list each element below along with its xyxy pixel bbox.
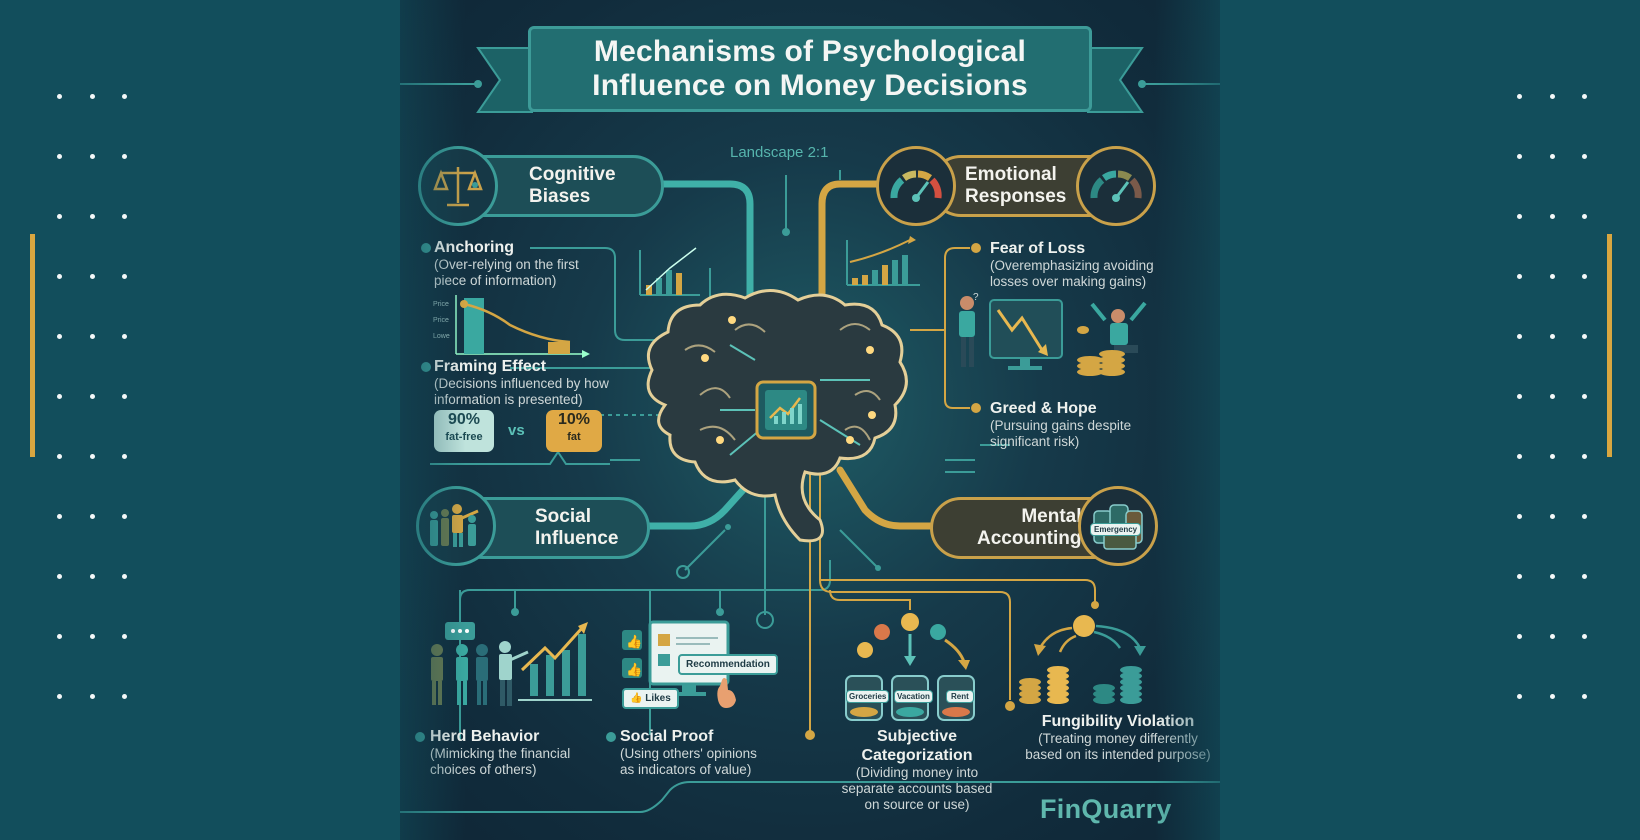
framing-desc-2: information is presented) — [434, 392, 583, 407]
herd-desc-1: (Mimicking the financial — [430, 746, 571, 761]
social-proof-heading: Social Proof — [620, 728, 714, 745]
brand-logo: FinQuarry — [1040, 794, 1172, 824]
cognitive-title-2: Biases — [529, 186, 591, 207]
categorization-desc-2: separate accounts based — [841, 781, 993, 796]
social-title-1: Social — [535, 506, 591, 527]
fungibility-desc-2: based on its intended purpose) — [1025, 747, 1211, 762]
svg-text:👍: 👍 — [626, 662, 642, 677]
title-line-2: Influence on Money Decisions — [592, 69, 1028, 102]
infographic: 👍 👍 — [400, 0, 1220, 840]
bullet-social-proof — [606, 732, 616, 742]
fungibility-coins-icon — [1019, 615, 1146, 704]
anchoring-axis-labels: Price Price Lowe — [433, 301, 450, 340]
dot-grid-right — [1517, 94, 1587, 754]
categorization-heading: Subjective Categorization — [861, 728, 973, 764]
jar-label-vacation: Vacation — [894, 690, 933, 703]
svg-text:👍: 👍 — [626, 634, 642, 649]
cognitive-title-1: Cognitive — [529, 164, 616, 185]
greed-desc-1: (Pursuing gains despite — [990, 418, 1132, 433]
item-herd-behavior: Herd Behavior (Mimicking the financial c… — [430, 727, 630, 778]
bullet-herd — [415, 732, 425, 742]
framing-desc-1: (Decisions influenced by how — [434, 376, 609, 391]
celebrating-person-coins-icon — [1077, 301, 1147, 376]
herd-desc-2: choices of others) — [430, 762, 537, 777]
anchoring-chart — [455, 295, 590, 358]
social-title-2: Influence — [535, 528, 619, 549]
subtitle: Landscape 2:1 — [730, 144, 829, 161]
bullet-anchoring — [421, 243, 431, 253]
fear-heading: Fear of Loss — [990, 240, 1086, 257]
fungibility-heading: Fungibility Violation — [1041, 713, 1195, 730]
circuit-lines: 👍 👍 — [400, 47, 1220, 813]
categorization-desc-1: (Dividing money into — [855, 765, 979, 780]
herd-behavior-icon — [431, 622, 592, 706]
jar-label-rent: Rent — [946, 690, 974, 703]
gauge-icon — [876, 146, 956, 226]
mental-title-2: Accounting — [977, 528, 1082, 549]
emotional-title-1: Emotional — [965, 164, 1057, 185]
growth-chart-icon — [846, 236, 920, 286]
people-pointing-icon — [416, 486, 496, 566]
bar-chart-icon — [639, 247, 700, 296]
item-social-proof: Social Proof (Using others' opinions as … — [620, 727, 820, 778]
framing-heading: Framing Effect — [434, 358, 547, 375]
accent-bar-right — [1607, 234, 1612, 457]
brain-icon — [646, 289, 908, 543]
bullet-framing — [421, 362, 431, 372]
gauge-icon-secondary — [1076, 146, 1156, 226]
scales-icon — [418, 146, 498, 226]
item-anchoring: Anchoring (Over-relying on the first pie… — [434, 238, 614, 289]
mental-title-1: Mental — [1021, 506, 1082, 527]
social-proof-desc-1: (Using others' opinions — [620, 746, 757, 761]
anchoring-desc-2: piece of information) — [434, 273, 557, 288]
title-banner: Mechanisms of Psychological Influence on… — [528, 26, 1092, 112]
jar-label-groceries: Groceries — [846, 690, 890, 703]
dot-grid-left — [57, 94, 127, 754]
question-mark-icon: ? — [973, 292, 979, 303]
item-subjective-categorization: Subjective Categorization (Dividing mone… — [822, 727, 1012, 813]
framing-bubble-fat-free: 90% fat-free — [434, 410, 494, 452]
recommendation-tag: Recommendation — [678, 654, 778, 675]
framing-bubble-fat: 10% fat — [546, 410, 602, 452]
item-fungibility-violation: Fungibility Violation (Treating money di… — [1018, 712, 1218, 763]
title-line-1: Mechanisms of Psychological — [593, 35, 1027, 68]
emergency-jar-label: Emergency — [1090, 523, 1142, 536]
likes-tag: 👍 Likes — [622, 688, 679, 709]
coin-jars-icon — [845, 613, 975, 721]
greed-heading: Greed & Hope — [990, 400, 1097, 417]
categorization-desc-3: on source or use) — [864, 797, 970, 812]
falling-chart-monitor-icon — [989, 299, 1063, 370]
fear-desc-1: (Overemphasizing avoiding — [990, 258, 1154, 273]
framing-vs: vs — [508, 422, 525, 439]
section-header-social-influence: Social Influence — [452, 497, 650, 559]
anchoring-heading: Anchoring — [434, 239, 514, 256]
herd-heading: Herd Behavior — [430, 728, 540, 745]
item-framing-effect: Framing Effect (Decisions influenced by … — [434, 357, 634, 408]
accent-bar-left — [30, 234, 35, 457]
anchoring-desc-1: (Over-relying on the first — [434, 257, 579, 272]
social-proof-desc-2: as indicators of value) — [620, 762, 752, 777]
fear-desc-2: losses over making gains) — [990, 274, 1147, 289]
worried-person-icon — [959, 296, 975, 367]
fungibility-desc-1: (Treating money differently — [1038, 731, 1198, 746]
greed-desc-2: significant risk) — [990, 434, 1080, 449]
item-greed-hope: Greed & Hope (Pursuing gains despite sig… — [990, 399, 1190, 450]
emotional-title-2: Responses — [965, 186, 1067, 207]
item-fear-of-loss: Fear of Loss (Overemphasizing avoiding l… — [990, 239, 1190, 290]
